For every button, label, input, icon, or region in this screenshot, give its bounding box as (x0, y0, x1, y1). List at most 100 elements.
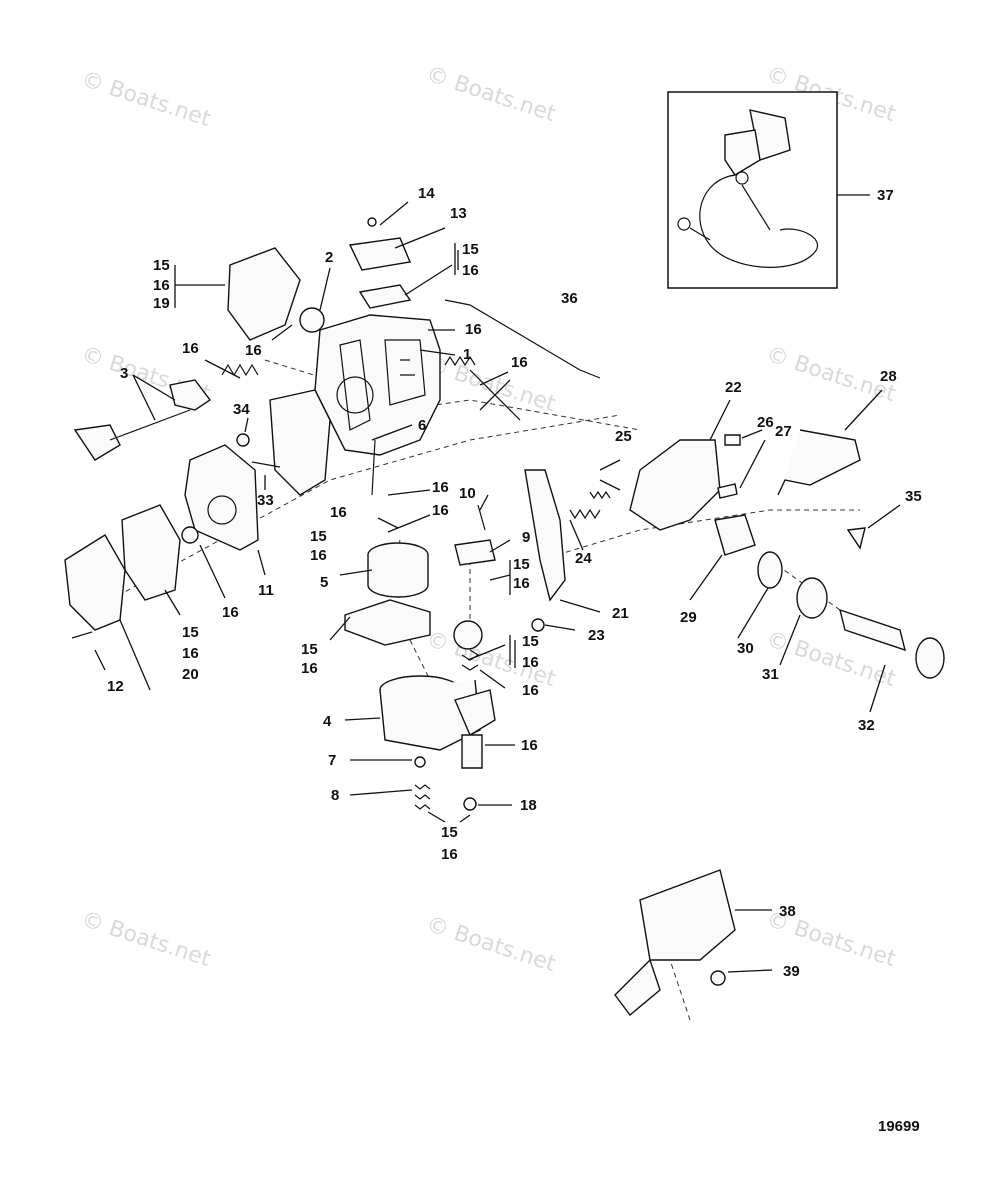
callout-16k: 16 (513, 575, 530, 592)
gasket-15-16-19 (227, 247, 301, 341)
callout-16f: 16 (511, 354, 528, 371)
watermark: © Boats.net (423, 62, 559, 127)
gasket-15-16-20 (121, 504, 181, 601)
callout-15h: 15 (441, 824, 458, 841)
callout-3: 3 (120, 365, 128, 382)
callout-24: 24 (575, 550, 592, 567)
callout-27: 27 (775, 423, 792, 440)
callout-16r: 16 (441, 846, 458, 863)
spring-16 (221, 363, 259, 377)
watermark: © Boats.net (78, 67, 214, 132)
callout-14: 14 (418, 185, 435, 202)
linkage-rod-36 (444, 299, 601, 379)
callout-16h: 16 (330, 504, 347, 521)
ring-31 (796, 577, 828, 619)
callout-28: 28 (880, 368, 897, 385)
callout-15c: 15 (310, 528, 327, 545)
watermark: © Boats.net (78, 907, 214, 972)
pump-cover-12 (64, 534, 126, 631)
callout-15g: 15 (522, 633, 539, 650)
callout-15a: 15 (462, 241, 479, 258)
callout-19: 19 (153, 295, 170, 312)
callout-5: 5 (320, 574, 328, 591)
spring-25 (589, 490, 611, 500)
callout-22: 22 (725, 379, 742, 396)
callout-16c: 16 (465, 321, 482, 338)
spring-24 (569, 508, 601, 520)
inset-box-part-37 (667, 91, 838, 289)
callout-16g: 16 (432, 479, 449, 496)
fuel-pump-body-11 (184, 444, 259, 551)
callout-16a: 16 (462, 262, 479, 279)
callout-16e: 16 (182, 340, 199, 357)
callout-1: 1 (463, 346, 471, 363)
callout-16b: 16 (153, 277, 170, 294)
valve-9 (454, 539, 496, 566)
spring-8 (414, 784, 431, 810)
callout-16q: 16 (521, 737, 538, 754)
screw-26 (724, 434, 741, 446)
callout-32: 32 (858, 717, 875, 734)
callout-39: 39 (783, 963, 800, 980)
diagram-id: 19699 (878, 1118, 920, 1135)
spring-16 (444, 355, 476, 367)
callout-16o: 16 (522, 654, 539, 671)
callout-23: 23 (588, 627, 605, 644)
callout-15d: 15 (513, 556, 530, 573)
callout-16p: 16 (522, 682, 539, 699)
float-bowl-4 (379, 675, 496, 751)
callout-21: 21 (612, 605, 629, 622)
silencer-38 (614, 869, 736, 1017)
carburetor-body-1 (314, 314, 441, 456)
screw-10 (477, 504, 486, 531)
callout-6: 6 (418, 417, 426, 434)
screw-27 (717, 483, 738, 499)
callout-2: 2 (325, 249, 333, 266)
callout-9: 9 (522, 529, 530, 546)
callout-16m: 16 (182, 645, 199, 662)
plate-2 (299, 307, 325, 333)
cap-16 (181, 526, 199, 544)
callout-31: 31 (762, 666, 779, 683)
callout-36: 36 (561, 290, 578, 307)
washer-18 (463, 797, 477, 811)
screw-7 (414, 756, 426, 768)
leader-lines (94, 194, 901, 973)
lever-28 (777, 429, 861, 496)
callout-7: 7 (328, 752, 336, 769)
washer-30 (757, 551, 783, 589)
callout-26: 26 (757, 414, 774, 431)
callout-16i: 16 (432, 502, 449, 519)
callout-16j: 16 (310, 547, 327, 564)
callout-38: 38 (779, 903, 796, 920)
callout-29: 29 (680, 609, 697, 626)
cover-13 (348, 237, 411, 271)
washer-23 (531, 618, 545, 632)
callout-35: 35 (905, 488, 922, 505)
callout-30: 30 (737, 640, 754, 657)
callout-34: 34 (233, 401, 250, 418)
bracket-29 (714, 514, 756, 556)
callout-15b: 15 (153, 257, 170, 274)
knob-32 (839, 608, 945, 679)
callout-18: 18 (520, 797, 537, 814)
callout-15f: 15 (301, 641, 318, 658)
callout-15e: 15 (182, 624, 199, 641)
callout-12: 12 (107, 678, 124, 695)
gasket-15-16-large (269, 389, 331, 496)
gasket-bowl-15-16 (344, 599, 431, 646)
watermark: © Boats.net (423, 912, 559, 977)
callout-13: 13 (450, 205, 467, 222)
callout-20: 20 (182, 666, 199, 683)
callout-33: 33 (257, 492, 274, 509)
clip-35 (846, 527, 866, 550)
plug-39 (710, 970, 726, 986)
screw-14 (367, 217, 377, 227)
gasket-15-16 (358, 284, 412, 309)
callout-37: 37 (877, 187, 894, 204)
throttle-shaft-3 (73, 379, 212, 461)
screw-12 (71, 631, 93, 639)
float-5 (367, 542, 429, 598)
lever-21 (524, 469, 566, 602)
